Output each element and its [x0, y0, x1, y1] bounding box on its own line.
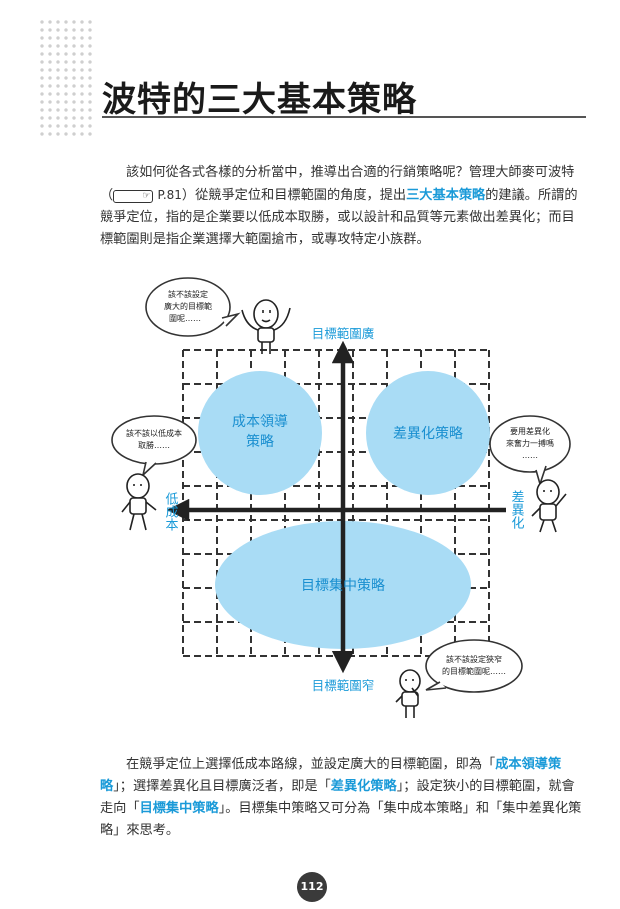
- differentiation-circle: [366, 371, 490, 495]
- highlight-differentiation: 差異化策略: [330, 779, 397, 794]
- svg-text:來奮力一搏嗎: 來奮力一搏嗎: [506, 438, 554, 448]
- axis-label-right: 差異化: [509, 490, 525, 530]
- axis-label-left: 低成本: [163, 492, 179, 531]
- speech-bubble-left: 該不該以低成本 取勝……: [111, 415, 197, 478]
- summary-text-2: 」；選擇差異化且目標廣泛者，即是「: [113, 779, 331, 794]
- svg-text:該不該設定狹窄: 該不該設定狹窄: [446, 654, 502, 664]
- focus-strategy-label: 目標集中策略: [301, 577, 385, 594]
- intro-text-3: 的建議。所謂的競爭定位，指的是企業要以低成本取勝，或以設計和品質等元素做出差異化…: [100, 188, 578, 247]
- intro-text-2: ）從競爭定位和目標範圍的角度，提出: [181, 188, 407, 203]
- pondering-person-bottom-illustration: [395, 669, 421, 718]
- differentiation-label: 差異化策略: [393, 425, 463, 442]
- svg-text:該不該設定: 該不該設定: [168, 289, 208, 299]
- speech-bubble-bottom: 該不該設定狹窄 的目標範圍呢……: [425, 639, 523, 693]
- summary-paragraph: 在競爭定位上選擇低成本路線，並設定廣大的目標範圍，即為「成本領導策略」；選擇差異…: [100, 754, 585, 842]
- summary-text-4: 」。目標集中策略又可分為「集中成本策略」和「集中差異化策略」來思考。: [100, 801, 582, 838]
- pointing-person-right-illustration: [531, 479, 567, 533]
- summary-text-3: 」；設定狹小的目標範圍，就會走向「: [100, 779, 575, 816]
- cost-leadership-label-2: 策略: [246, 433, 274, 450]
- page-title: 波特的三大基本策略: [102, 80, 417, 120]
- cheering-person-illustration: [241, 299, 291, 354]
- speech-bubble-top: 該不該設定 廣大的目標範 圍呢……: [145, 277, 241, 337]
- cost-leadership-circle: [198, 371, 322, 495]
- speech-bubble-right: 要用差異化 來奮力一搏嗎 ……: [489, 415, 571, 487]
- svg-text:圍呢……: 圍呢……: [169, 314, 201, 323]
- svg-text:……: ……: [522, 451, 538, 460]
- thinking-person-left-illustration: [121, 473, 157, 531]
- intro-text-1: 該如何從各式各樣的分析當中，推導出合適的行銷策略呢？管理大師麥可波特（: [100, 165, 575, 203]
- title-underline: [102, 116, 586, 118]
- axis-label-top: 目標範圍廣: [312, 326, 375, 341]
- highlight-cost-leadership: 成本領導策略: [100, 757, 562, 794]
- highlight-three-strategies: 三大基本策略: [406, 188, 486, 203]
- decorative-dot-grid: [38, 18, 96, 138]
- page-number-badge: 112: [297, 872, 327, 902]
- svg-text:取勝……: 取勝……: [138, 440, 170, 450]
- summary-text-1: 在競爭定位上選擇低成本路線，並設定廣大的目標範圍，即為「: [126, 757, 496, 772]
- svg-text:該不該以低成本: 該不該以低成本: [126, 428, 182, 438]
- pointing-hand-icon: ☞: [113, 190, 154, 203]
- highlight-focus: 目標集中策略: [139, 801, 219, 816]
- svg-text:要用差異化: 要用差異化: [510, 426, 550, 436]
- axis-label-bottom: 目標範圍窄: [312, 678, 375, 693]
- svg-text:廣大的目標範: 廣大的目標範: [164, 301, 212, 311]
- svg-text:的目標範圍呢……: 的目標範圍呢……: [442, 666, 506, 676]
- page-reference[interactable]: P.81: [157, 188, 182, 202]
- cost-leadership-label-1: 成本領導: [232, 413, 288, 430]
- intro-paragraph: 該如何從各式各樣的分析當中，推導出合適的行銷策略呢？管理大師麥可波特（☞ P.8…: [100, 162, 585, 251]
